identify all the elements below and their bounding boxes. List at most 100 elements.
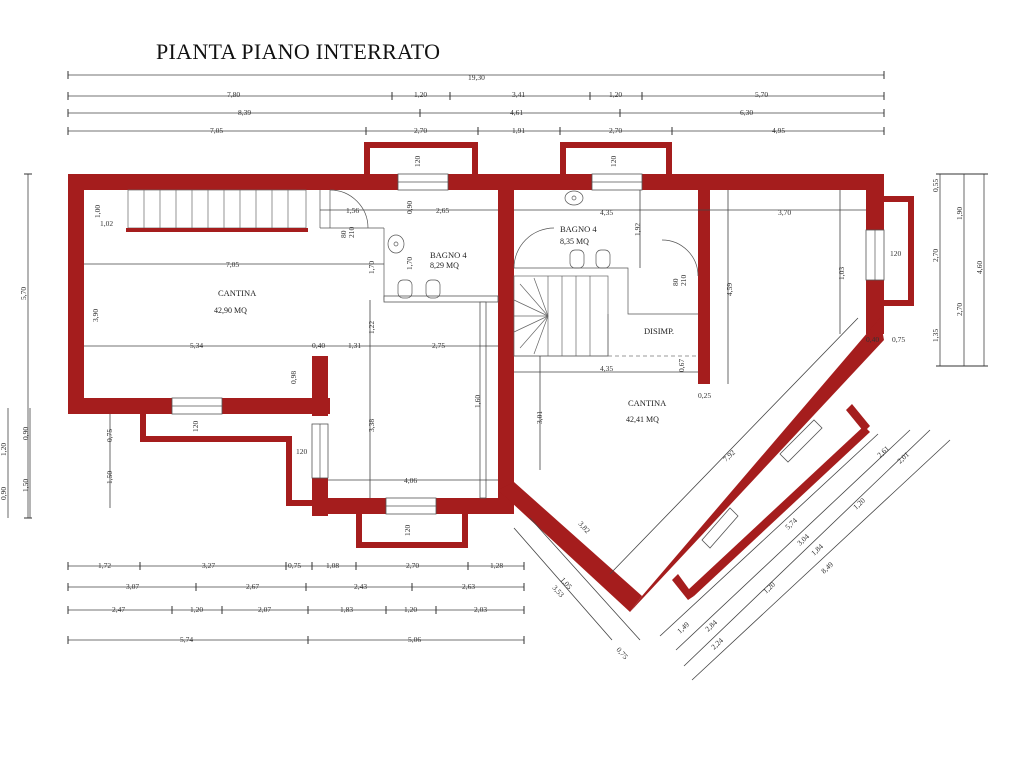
dim-bottom1: 3,27 <box>202 561 215 570</box>
left-dimensions: 5,70 0,90 1,20 0,90 1,50 0,75 1,50 <box>0 173 114 519</box>
room-area-cantina-2: 42,41 MQ <box>626 415 659 424</box>
dim-diag: 1,20 <box>761 580 777 596</box>
walls <box>68 142 914 612</box>
dim-bottom1: 1,08 <box>326 561 339 570</box>
dim-right: 2,70 <box>955 303 964 316</box>
door-label: 210 <box>347 227 356 239</box>
dim-top3-2: 2,70 <box>414 126 427 135</box>
dim-diag: 5,74 <box>783 516 799 532</box>
dim-top1-3: 3,41 <box>512 90 525 99</box>
dim-top1-1: 7,80 <box>227 90 240 99</box>
dim-inner: 1,02 <box>100 219 113 228</box>
dim-top1-2: 1,20 <box>414 90 427 99</box>
window-label: 120 <box>413 156 422 168</box>
dim-diag: 8,49 <box>819 560 835 576</box>
dim-bottom3: 2,47 <box>112 605 125 614</box>
dim-inner: 0,90 <box>405 201 414 214</box>
dim-left-outer: 5,70 <box>19 287 28 300</box>
room-area-bagno-2: 8,35 MQ <box>560 237 589 246</box>
dim-right: 1,35 <box>931 329 940 342</box>
dim-total: 19,30 <box>468 73 485 82</box>
dim-inner: 1,70 <box>405 257 414 270</box>
dim-left-small: 0,75 <box>105 429 114 442</box>
door-label: 80 <box>671 278 680 286</box>
dim-inner: 5,34 <box>190 341 203 350</box>
dim-top1-5: 5,70 <box>755 90 768 99</box>
dim-bottom1: 0,75 <box>288 561 301 570</box>
plan-title: PIANTA PIANO INTERRATO <box>156 39 440 64</box>
dim-inner: 0,40 <box>312 341 325 350</box>
dim-right: 2,70 <box>931 249 940 262</box>
room-name-cantina-1: CANTINA <box>218 288 257 298</box>
dim-inner: 0,67 <box>677 359 686 372</box>
window-labels: 120 120 120 120 120 120 <box>191 156 902 537</box>
dim-bottom1: 2,70 <box>406 561 419 570</box>
dim-bottom3: 2,03 <box>474 605 487 614</box>
room-name-bagno-2: BAGNO 4 <box>560 224 597 234</box>
room-area-bagno-1: 8,29 MQ <box>430 261 459 270</box>
room-labels: CANTINA 42,90 MQ BAGNO 4 8,29 MQ BAGNO 4… <box>214 224 674 424</box>
dim-bottom3: 2,07 <box>258 605 271 614</box>
dim-inner: 3,38 <box>367 419 376 432</box>
dim-top3-3: 1,91 <box>512 126 525 135</box>
window-label: 120 <box>403 525 412 537</box>
dim-inner: 1,03 <box>837 267 846 280</box>
dim-diag: 2,01 <box>895 450 911 466</box>
door-label: 210 <box>679 275 688 287</box>
room-area-cantina-1: 42,90 MQ <box>214 306 247 315</box>
top-dimensions: 19,30 7,80 1,20 3,41 1,20 5,70 8,39 4,61… <box>67 71 885 135</box>
dim-left-side: 0,90 <box>0 487 8 500</box>
dim-right: 0,55 <box>931 179 940 192</box>
dim-bottom3: 1,20 <box>404 605 417 614</box>
dim-left-side: 1,50 <box>21 479 30 492</box>
dim-top2-1: 8,39 <box>238 108 251 117</box>
dim-left-side: 0,90 <box>21 427 30 440</box>
window-label: 120 <box>609 156 618 168</box>
dim-inner: 1,92 <box>633 223 642 236</box>
dim-diag: 1,49 <box>675 620 691 636</box>
room-name-disimp: DISIMP. <box>644 326 674 336</box>
dim-bottom2: 2,43 <box>354 582 367 591</box>
dim-inner: 4,35 <box>600 208 613 217</box>
dim-diag: 0,75 <box>615 645 631 661</box>
dim-right: 4,60 <box>975 261 984 274</box>
stairs-right <box>513 275 609 357</box>
room-name-bagno-1: BAGNO 4 <box>430 250 467 260</box>
window-label: 120 <box>296 447 308 456</box>
dim-bottom2: 3,07 <box>126 582 139 591</box>
window-label: 120 <box>890 249 902 258</box>
dim-inner: 0,25 <box>698 391 711 400</box>
dim-diag: 3,04 <box>795 532 811 548</box>
dim-inner: 1,70 <box>367 261 376 274</box>
dim-inner: 1,22 <box>367 321 376 334</box>
door-label: 80 <box>339 230 348 238</box>
dim-diag: 2,61 <box>875 444 891 460</box>
dim-inner: 1,60 <box>473 395 482 408</box>
fixtures <box>387 190 611 299</box>
dim-bottom4: 5,06 <box>408 635 421 644</box>
dim-inner: 1,00 <box>93 205 102 218</box>
room-name-cantina-2: CANTINA <box>628 398 667 408</box>
dim-inner: 0,75 <box>892 335 905 344</box>
dim-bottom2: 2,67 <box>246 582 259 591</box>
bottom-dimensions: 1,72 3,27 0,75 1,08 2,70 1,28 3,07 2,67 … <box>67 561 525 644</box>
dim-inner: 3,70 <box>778 208 791 217</box>
dim-top3-1: 7,05 <box>210 126 223 135</box>
dim-bottom1: 1,72 <box>98 561 111 570</box>
window-label: 120 <box>191 421 200 433</box>
dim-bottom3: 1,83 <box>340 605 353 614</box>
dim-bottom3: 1,20 <box>190 605 203 614</box>
dim-inner: 0,40 <box>866 335 879 344</box>
dim-diag: 2,24 <box>709 636 725 652</box>
dim-top2-2: 4,61 <box>510 108 523 117</box>
dim-top3-4: 2,70 <box>609 126 622 135</box>
dim-bottom4: 5,74 <box>180 635 193 644</box>
dim-left-small: 1,50 <box>105 471 114 484</box>
stairs-left <box>126 189 308 232</box>
dim-top3-5: 4,95 <box>772 126 785 135</box>
dim-inner: 4,06 <box>404 476 417 485</box>
dim-inner: 4,35 <box>600 364 613 373</box>
dim-inner: 3,90 <box>91 309 100 322</box>
dim-top1-4: 1,20 <box>609 90 622 99</box>
